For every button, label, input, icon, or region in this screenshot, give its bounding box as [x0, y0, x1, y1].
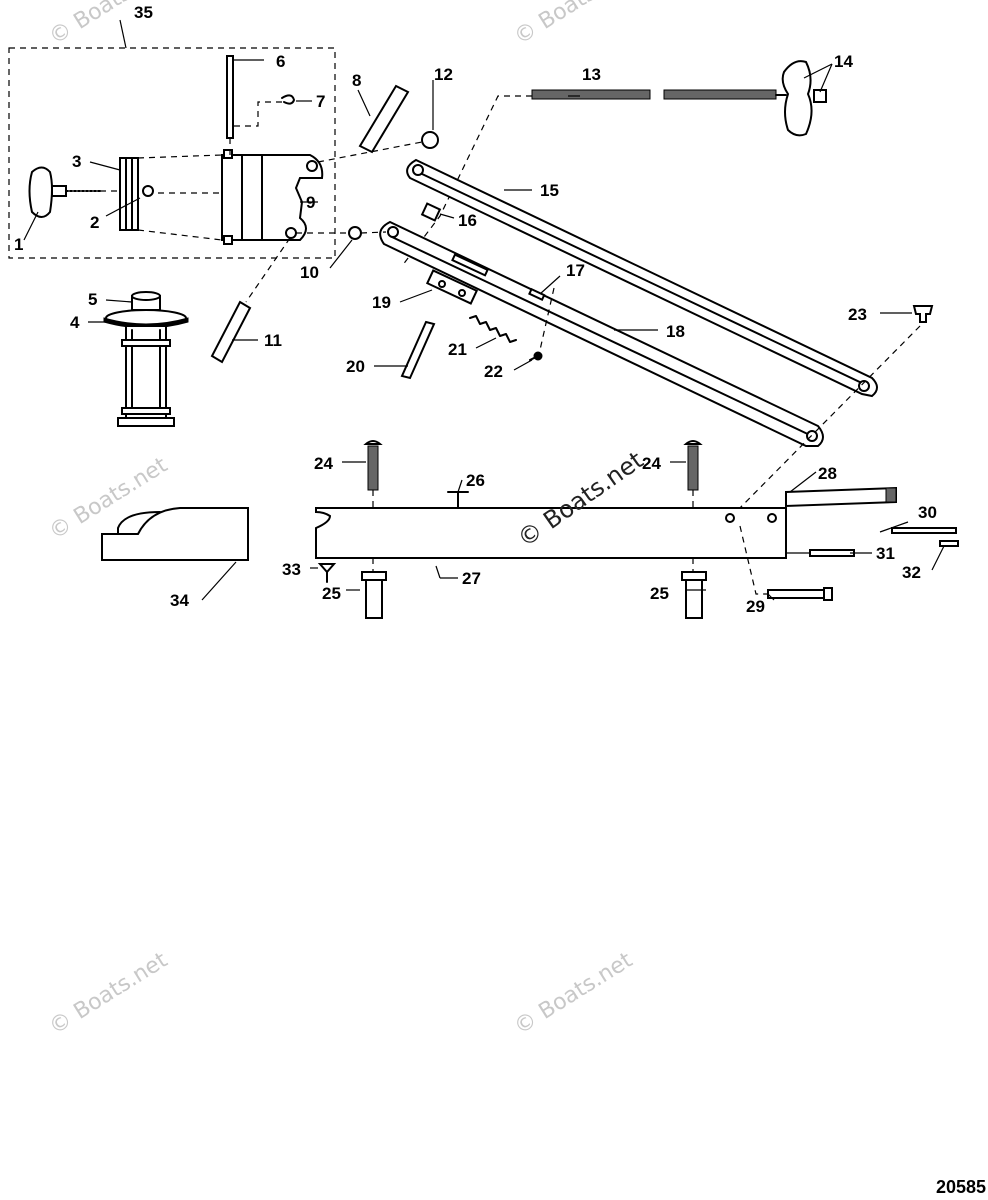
callout-14: 14: [834, 52, 853, 71]
callout-labels: 35 6 7 8 12 13 14 3 2 1 9 10 15 16 17 18…: [14, 3, 937, 616]
callout-28: 28: [818, 464, 837, 483]
part-21-spring: [469, 315, 517, 343]
callout-11: 11: [264, 331, 282, 350]
callout-19: 19: [372, 293, 391, 312]
callout-25-b: 25: [650, 584, 669, 603]
part-14-handle: [781, 60, 827, 137]
watermark: © Boats.net: [510, 0, 637, 50]
assembly-line: [137, 154, 223, 159]
part-19-clip: [425, 269, 479, 305]
part-28-strip: [785, 486, 897, 508]
part-12-bushing: [421, 80, 439, 149]
part-3-clamp-pad: [119, 157, 154, 231]
assembly-35-boundary: [8, 47, 336, 259]
part-18-lower-arm: [379, 220, 824, 447]
part-20-rod: [400, 320, 436, 380]
callout-13: 13: [582, 65, 601, 84]
callout-2: 2: [90, 213, 99, 232]
callout-30: 30: [918, 503, 937, 522]
part-16-block: [420, 202, 442, 222]
callout-16: 16: [458, 211, 477, 230]
part-22-screw: [529, 351, 543, 361]
part-26-base-rail: [315, 491, 787, 559]
callout-29: 29: [746, 597, 765, 616]
part-13-cable: [401, 89, 787, 267]
callout-34: 34: [170, 591, 189, 610]
callout-24: 24: [314, 454, 333, 473]
watermark: © Boats.net: [45, 948, 172, 1041]
callout-12: 12: [434, 65, 453, 84]
callout-21: 21: [448, 340, 467, 359]
part-33-screw: [317, 563, 337, 583]
callout-7: 7: [316, 92, 325, 111]
callout-31: 31: [876, 544, 895, 563]
part-15-upper-arm: [406, 158, 878, 398]
assembly-line: [317, 141, 423, 163]
part-4-mount-base: [103, 309, 189, 427]
callout-23: 23: [848, 305, 867, 324]
callout-6: 6: [276, 52, 285, 71]
callout-8: 8: [352, 71, 361, 90]
part-7-clip: [234, 94, 295, 127]
callout-4: 4: [70, 313, 80, 332]
part-24-bolt: [363, 440, 383, 508]
callout-3: 3: [72, 152, 81, 171]
leader-lines: [23, 19, 945, 601]
part-30-rod: [879, 521, 957, 534]
callout-18: 18: [666, 322, 685, 341]
callout-27: 27: [462, 569, 481, 588]
part-25-post: [681, 558, 707, 619]
callout-35: 35: [134, 3, 153, 22]
callout-1: 1: [14, 235, 23, 254]
callout-32: 32: [902, 563, 921, 582]
callout-20: 20: [346, 357, 365, 376]
part-11-pin: [210, 237, 291, 364]
part-32-pin: [939, 540, 959, 547]
part-9-bracket: [221, 149, 324, 245]
part-23-stop: [729, 305, 934, 519]
part-10-washer: [296, 226, 387, 240]
part-31-rod: [786, 549, 855, 557]
figure-id: 20585: [936, 1177, 986, 1197]
callout-10: 10: [300, 263, 319, 282]
callout-26: 26: [466, 471, 485, 490]
callout-22: 22: [484, 362, 503, 381]
callout-33: 33: [282, 560, 301, 579]
callout-9: 9: [306, 193, 315, 212]
assembly-line: [137, 229, 223, 241]
part-25-post: [361, 558, 387, 619]
callout-5: 5: [88, 290, 97, 309]
callout-24-b: 24: [642, 454, 661, 473]
watermark: © Boats.net: [45, 0, 172, 50]
part-5-gear: [131, 291, 161, 311]
callout-17: 17: [566, 261, 585, 280]
callout-25: 25: [322, 584, 341, 603]
part-34-cover: [101, 507, 249, 561]
part-24-bolt: [683, 440, 703, 508]
part-6-pin: [226, 55, 234, 155]
part-8-pin: [358, 84, 410, 154]
watermark: © Boats.net: [510, 948, 637, 1041]
callout-15: 15: [540, 181, 559, 200]
part-1-knob: [28, 166, 120, 218]
